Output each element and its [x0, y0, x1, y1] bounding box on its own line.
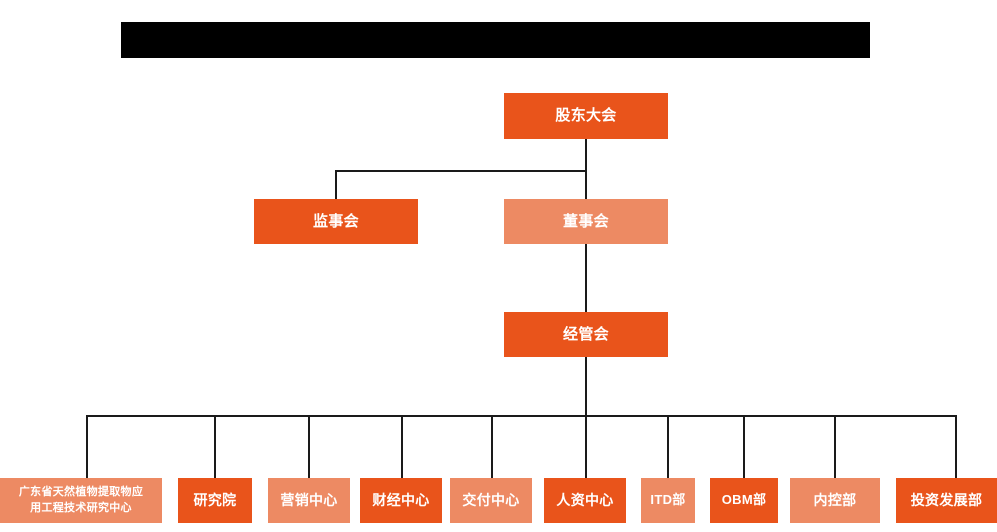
- redacted-title-bar: [121, 22, 870, 58]
- connector-to-supervisors: [335, 170, 337, 200]
- node-board-of-directors[interactable]: 董事会: [504, 199, 668, 244]
- node-dept-investment-development[interactable]: 投资发展部: [896, 478, 997, 523]
- node-label-dept-delivery-center: 交付中心: [462, 491, 520, 508]
- node-dept-obm[interactable]: OBM部: [710, 478, 778, 523]
- node-dept-research-institute[interactable]: 研究院: [178, 478, 252, 523]
- node-dept-guangdong-research-center[interactable]: 广东省天然植物提取物应 用工程技术研究中心: [0, 478, 162, 523]
- connector-drop-dept-05: [491, 415, 493, 478]
- node-label-dept-obm: OBM部: [721, 492, 767, 508]
- node-label-shareholders-meeting: 股东大会: [555, 107, 617, 125]
- connector-drop-dept-02: [214, 415, 216, 478]
- connector-drop-dept-09: [834, 415, 836, 478]
- node-label-dept-hr-center: 人资中心: [556, 491, 614, 508]
- connector-to-directors: [585, 170, 587, 200]
- connector-level2-bus: [335, 170, 587, 172]
- connector-drop-dept-03: [308, 415, 310, 478]
- node-label-management-committee: 经管会: [563, 325, 609, 343]
- node-label-dept-itd: ITD部: [650, 492, 686, 508]
- node-label-board-of-directors: 董事会: [563, 212, 609, 230]
- connector-drop-dept-06: [585, 415, 587, 478]
- node-shareholders-meeting[interactable]: 股东大会: [504, 93, 668, 139]
- node-label-dept-internal-control: 内控部: [813, 491, 857, 508]
- node-board-of-supervisors[interactable]: 监事会: [254, 199, 418, 244]
- connector-drop-dept-01: [86, 415, 88, 478]
- node-label-dept-guangdong-research-center: 广东省天然植物提取物应 用工程技术研究中心: [18, 485, 144, 514]
- connector-drop-dept-07: [667, 415, 669, 478]
- connector-departments-bus: [86, 415, 956, 417]
- node-dept-finance-center[interactable]: 财经中心: [360, 478, 442, 523]
- node-label-dept-finance-center: 财经中心: [372, 491, 430, 508]
- connector-directors-to-management: [585, 242, 587, 312]
- node-dept-marketing-center[interactable]: 营销中心: [268, 478, 350, 523]
- connector-drop-dept-08: [743, 415, 745, 478]
- node-dept-itd[interactable]: ITD部: [641, 478, 695, 523]
- node-label-board-of-supervisors: 监事会: [313, 212, 359, 230]
- node-dept-hr-center[interactable]: 人资中心: [544, 478, 626, 523]
- connector-drop-dept-04: [401, 415, 403, 478]
- node-label-dept-investment-development: 投资发展部: [910, 491, 983, 508]
- node-dept-internal-control[interactable]: 内控部: [790, 478, 880, 523]
- connector-drop-dept-10: [955, 415, 957, 478]
- node-label-dept-marketing-center: 营销中心: [280, 491, 338, 508]
- node-dept-delivery-center[interactable]: 交付中心: [450, 478, 532, 523]
- node-management-committee[interactable]: 经管会: [504, 312, 668, 357]
- node-label-dept-research-institute: 研究院: [193, 491, 237, 508]
- connector-management-down: [585, 357, 587, 417]
- connector-shareholders-down: [585, 138, 587, 172]
